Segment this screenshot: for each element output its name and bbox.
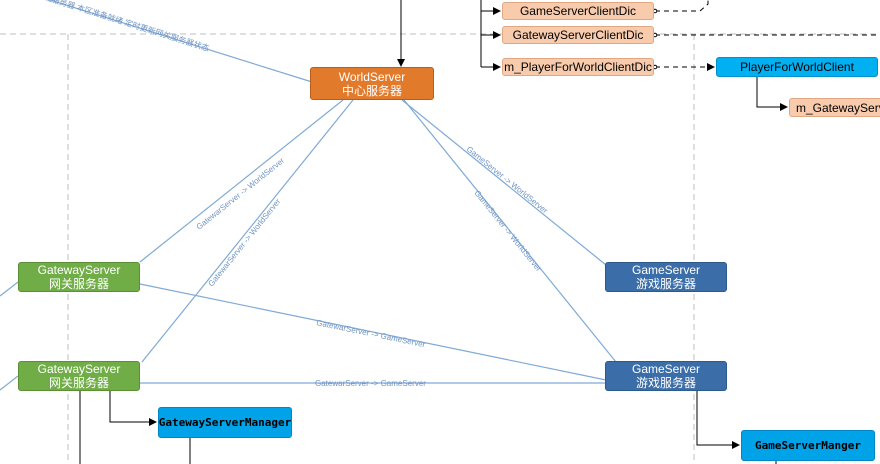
label-gateway-game-2: GatewarServer -> GameServer [315, 379, 426, 388]
dashed-guides [0, 33, 880, 464]
player-gateway-field-node[interactable]: m_GatewayServ [789, 98, 880, 117]
gateway-server-manager-node[interactable]: GatewayServerManager [158, 407, 292, 438]
server-edges [0, 0, 617, 391]
world-server-title: WorldServer [338, 69, 406, 84]
connector-player-gateway [756, 77, 788, 111]
gateway-server-node-top[interactable]: GatewayServer 网关服务器 [18, 262, 140, 292]
player-for-world-client-label: PlayerForWorldClient [740, 60, 854, 74]
connector-gateway-manager [109, 391, 157, 426]
dict-dashed-links [655, 0, 880, 71]
dict-label: m_PlayerForWorldClientDic [504, 60, 652, 74]
edge-note-world[interactable] [49, 0, 313, 83]
game-server-manager-node[interactable]: GameServerManger [741, 430, 875, 461]
game-server-title: GameServer [631, 263, 701, 277]
edge-world-game-top[interactable] [401, 99, 607, 266]
label-gateway-game-1: GatewarServer -> GameServer [316, 318, 427, 349]
game-server-subtitle: 游戏服务器 [635, 277, 696, 291]
world-server-node[interactable]: WorldServer 中心服务器 [310, 67, 434, 100]
world-tree-connectors [79, 0, 788, 464]
game-server-node-top[interactable]: GameServer 游戏服务器 [605, 262, 727, 292]
player-gateway-field-label: m_GatewayServ [796, 100, 880, 115]
edge-world-gateway-top[interactable] [139, 99, 344, 263]
edge-offscreen-left-2 [0, 375, 19, 391]
gateway-server-subtitle: 网关服务器 [48, 277, 109, 291]
label-game-world-1: GameServer -> WorldServer [465, 145, 550, 216]
world-server-subtitle: 中心服务器 [341, 83, 402, 98]
label-gateway-world-1: GatewarServer -> WorldServer [195, 156, 287, 232]
dashed-link-dict-1 [655, 0, 709, 12]
edge-gateway-game-cross[interactable] [139, 283, 607, 381]
dict-label: GatewayServerClientDic [512, 28, 644, 42]
dict-node-game-server-client[interactable]: GameServerClientDic [502, 2, 654, 20]
game-server-subtitle: 游戏服务器 [635, 376, 696, 390]
edge-labels: 负载服务器 本区准备就绪 定时更新网关服务器状态 GatewarServer -… [35, 0, 549, 388]
connector-game-manager [696, 391, 740, 449]
edge-offscreen-left-1 [0, 281, 19, 297]
gateway-server-manager-label: GatewayServerManager [158, 415, 292, 429]
gateway-server-subtitle: 网关服务器 [48, 376, 109, 390]
player-for-world-client-node[interactable]: PlayerForWorldClient [716, 57, 878, 77]
edge-world-game-bottom[interactable] [403, 99, 617, 363]
label-top-note: 负载服务器 本区准备就绪 定时更新网关服务器状态 [35, 0, 210, 53]
gateway-server-node-bottom[interactable]: GatewayServer 网关服务器 [18, 361, 140, 391]
gateway-server-title: GatewayServer [37, 263, 121, 277]
dict-node-gateway-server-client[interactable]: GatewayServerClientDic [502, 26, 654, 44]
dict-node-player-for-world-client[interactable]: m_PlayerForWorldClientDic [502, 58, 654, 76]
game-server-manager-label: GameServerManger [755, 438, 861, 452]
dict-label: GameServerClientDic [519, 4, 637, 18]
gateway-server-title: GatewayServer [37, 362, 121, 376]
game-server-node-bottom[interactable]: GameServer 游戏服务器 [605, 361, 727, 391]
edge-world-gateway-bottom[interactable] [141, 99, 354, 363]
game-server-title: GameServer [631, 362, 701, 376]
